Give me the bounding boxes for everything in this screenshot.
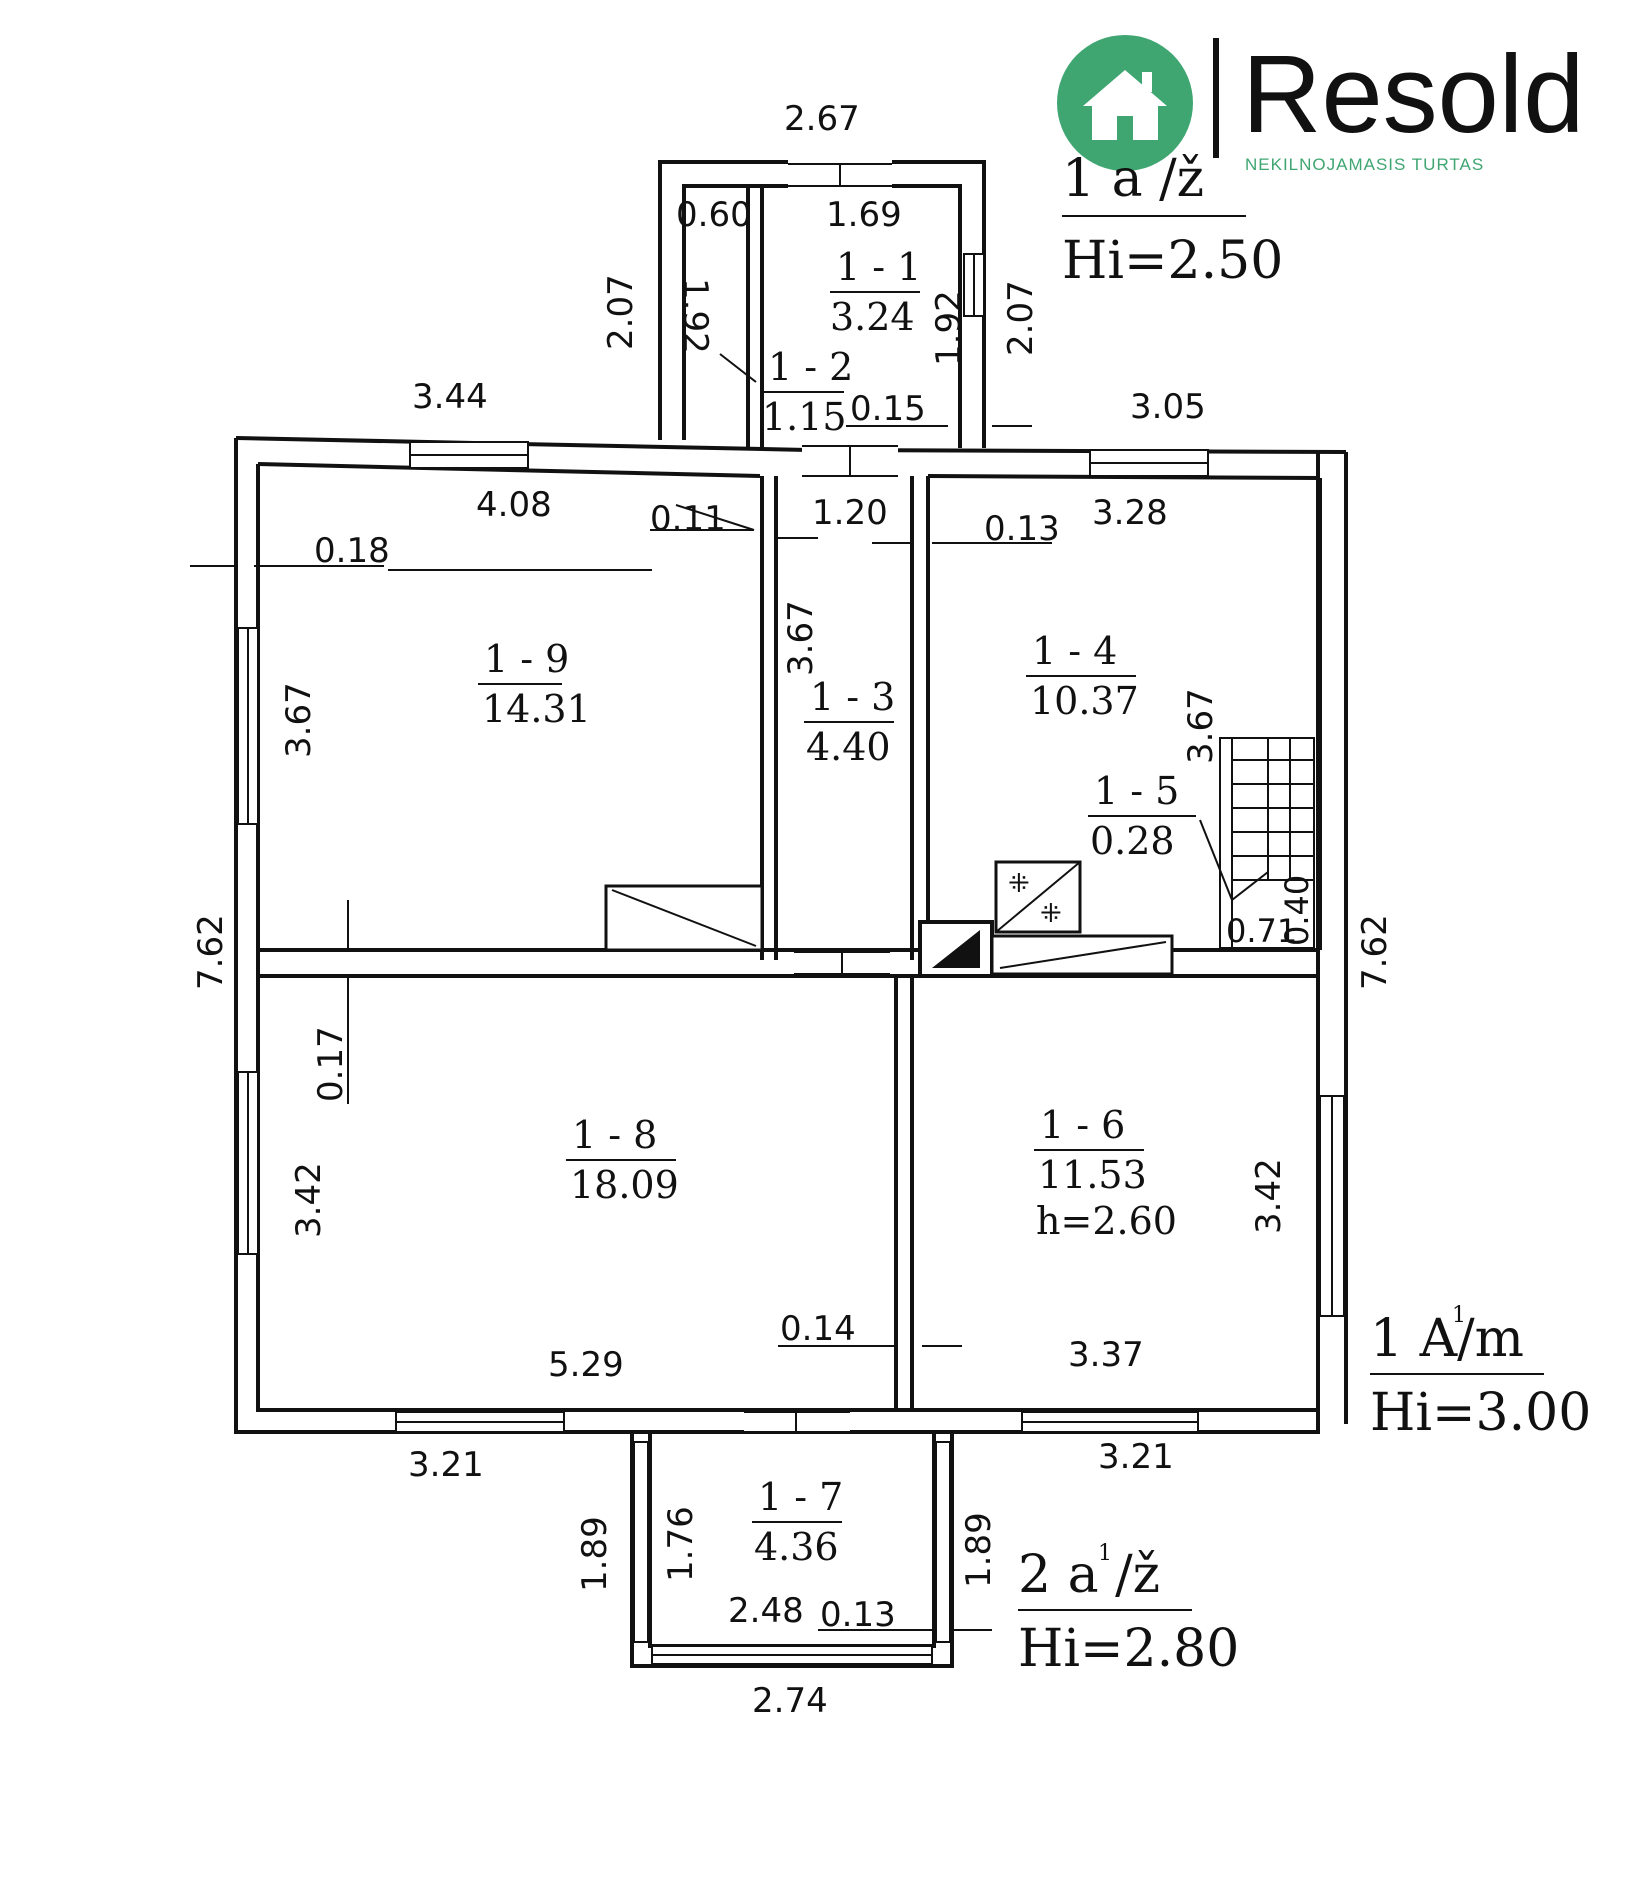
room-1-7-id: 1 - 7 <box>758 1475 843 1519</box>
dimension-label: 7.62 <box>1355 914 1395 990</box>
dimension-label: 3.21 <box>1098 1437 1174 1477</box>
house-icon <box>1083 70 1167 140</box>
room-1-3-area: 4.40 <box>806 725 891 769</box>
kitchen-stove: ⁜ ⁜ <box>990 860 1174 976</box>
dimension-label: 0.11 <box>650 499 726 539</box>
svg-text:⁜: ⁜ <box>1008 869 1030 899</box>
dimension-label: 3.44 <box>412 377 488 417</box>
dimension-label: 3.67 <box>279 682 319 758</box>
dimension-label: 1.76 <box>661 1506 701 1582</box>
doorway <box>914 570 926 660</box>
svg-text:⁜: ⁜ <box>1040 899 1062 929</box>
dimension-label: 3.28 <box>1092 493 1168 533</box>
dimension-label: 3.67 <box>1181 688 1221 764</box>
dimension-label: 0.14 <box>780 1309 856 1349</box>
room-1-6-id: 1 - 6 <box>1040 1103 1125 1147</box>
dimension-label: 2.74 <box>752 1681 828 1721</box>
dimension-label: 1.89 <box>959 1512 999 1588</box>
dimension-label: 2.48 <box>728 1591 804 1631</box>
room-1-9-id: 1 - 9 <box>484 637 569 681</box>
fixtures: ⁜ ⁜ <box>604 737 1315 978</box>
staircase <box>1219 737 1315 949</box>
dimension-label: 0.17 <box>311 1026 351 1102</box>
room-1-2-id: 1 - 2 <box>768 345 853 389</box>
room-1-4-id: 1 - 4 <box>1032 629 1117 673</box>
dimension-label: 0.60 <box>676 195 752 235</box>
dimension-label: 3.37 <box>1068 1335 1144 1375</box>
dimension-label: 2.67 <box>784 99 860 139</box>
dimension-label: 1.89 <box>575 1516 615 1592</box>
dimension-label: 3.42 <box>1249 1158 1289 1234</box>
doorway <box>898 1130 910 1230</box>
room-1-9-area: 14.31 <box>482 687 591 731</box>
dimension-label: 1.92 <box>929 290 969 366</box>
room-1-5-id: 1 - 5 <box>1094 769 1179 813</box>
room-1-8-area: 18.09 <box>570 1163 679 1207</box>
dimension-label: 0.13 <box>820 1595 896 1635</box>
main-level-title: 1 A/m <box>1370 1309 1524 1369</box>
room-labels: 1 - 1 3.24 1 - 2 1.15 1 - 9 14.31 1 - 3 … <box>478 245 1196 1569</box>
dimension-label: 0.15 <box>850 389 926 429</box>
room-1-6-area: 11.53 <box>1038 1153 1147 1197</box>
dimension-label: 3.42 <box>289 1162 329 1238</box>
dimension-lines <box>190 353 1233 1631</box>
stove <box>604 884 764 952</box>
room-1-8-id: 1 - 8 <box>572 1113 657 1157</box>
attic-level-height: Hi=2.50 <box>1062 231 1283 291</box>
room-1-1-area: 3.24 <box>830 295 915 339</box>
dimension-label: 7.62 <box>191 914 231 990</box>
dimension-label: 0.13 <box>984 509 1060 549</box>
brand-name: Resold <box>1242 33 1584 156</box>
attic-level-title: 1 a /ž <box>1062 149 1204 209</box>
dimension-label: 3.05 <box>1130 387 1206 427</box>
room-1-5-area: 0.28 <box>1090 819 1175 863</box>
main-level-sup: 1 <box>1452 1303 1466 1328</box>
dimension-label: 0.18 <box>314 531 390 571</box>
room-1-1-id: 1 - 1 <box>836 245 921 289</box>
room-1-3-id: 1 - 3 <box>810 675 895 719</box>
dimension-label: 5.29 <box>548 1345 624 1385</box>
dimension-label: 4.08 <box>476 485 552 525</box>
dimension-label: 3.67 <box>781 600 821 676</box>
level-labels: 1 a /ž Hi=2.50 1 A/m 1 Hi=3.00 2 a /ž 1 … <box>1018 149 1591 1679</box>
dimension-label: 1.92 <box>675 278 715 354</box>
brand-logo: Resold NEKILNOJAMASIS TURTAS <box>1057 33 1584 174</box>
porch-level-title: 2 a /ž <box>1018 1545 1160 1605</box>
porch-level-height: Hi=2.80 <box>1018 1619 1239 1679</box>
dimension-label: 1.69 <box>826 195 902 235</box>
window <box>935 1441 951 1643</box>
dimension-labels: 2.67 0.60 1.69 2.07 2.07 1.92 1.92 0.15 … <box>191 99 1395 1721</box>
window <box>633 1441 649 1643</box>
chimney <box>918 920 994 978</box>
dimension-label: 0.71 <box>1226 912 1297 950</box>
dimension-label: 2.07 <box>601 274 641 350</box>
porch-level-sup: 1 <box>1098 1541 1112 1566</box>
logo-divider <box>1213 38 1219 158</box>
doorway <box>764 568 774 672</box>
doorway <box>750 252 760 372</box>
windows <box>237 160 1345 1665</box>
dimension-label: 3.21 <box>408 1445 484 1485</box>
main-level-height: Hi=3.00 <box>1370 1383 1591 1443</box>
dimension-label: 2.07 <box>1001 280 1041 356</box>
brand-tagline: NEKILNOJAMASIS TURTAS <box>1245 155 1484 174</box>
room-1-6-height: h=2.60 <box>1036 1199 1177 1243</box>
room-1-7-area: 4.36 <box>754 1525 839 1569</box>
room-1-2-area: 1.15 <box>762 395 847 439</box>
dimension-label: 1.20 <box>812 493 888 533</box>
dimension-label: 0.40 <box>1278 875 1316 946</box>
room-1-4-area: 10.37 <box>1030 679 1139 723</box>
